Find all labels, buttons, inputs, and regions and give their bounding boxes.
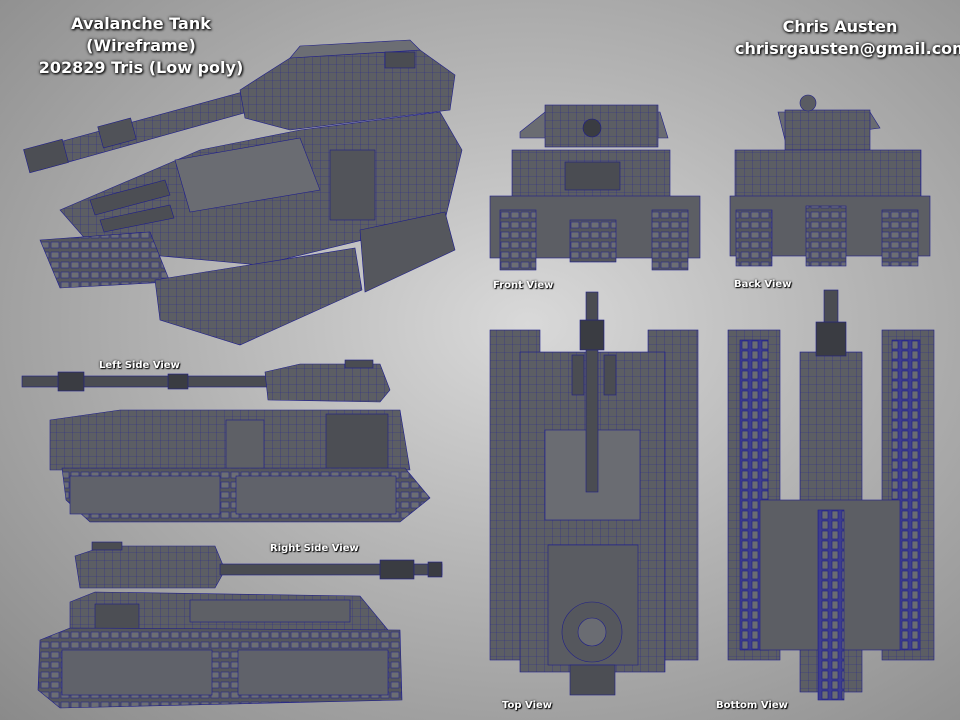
author-name: Chris Austen (782, 17, 898, 36)
triangle-count: 202829 Tris (Low poly) (38, 58, 244, 77)
right-side-view-label: Right Side View (270, 543, 359, 554)
model-title: Avalanche Tank (Wireframe) (71, 14, 211, 55)
perspective-view (23, 39, 463, 346)
bottom-view-label: Bottom View (716, 700, 788, 711)
front-view (489, 104, 701, 271)
top-view-label: Top View (502, 700, 553, 711)
back-view (729, 94, 931, 267)
top-view (489, 291, 699, 696)
right-side-view (37, 541, 443, 709)
left-side-view (21, 359, 431, 523)
author-block: Chris Austen chrisrgausten@gmail.com (735, 16, 960, 60)
bottom-view (727, 289, 935, 701)
author-email: chrisrgausten@gmail.com (735, 39, 960, 58)
back-view-label: Back View (734, 279, 792, 290)
title-block: Avalanche Tank (Wireframe) 202829 Tris (… (30, 13, 252, 79)
left-side-view-label: Left Side View (99, 360, 180, 371)
front-view-label: Front View (493, 280, 554, 291)
